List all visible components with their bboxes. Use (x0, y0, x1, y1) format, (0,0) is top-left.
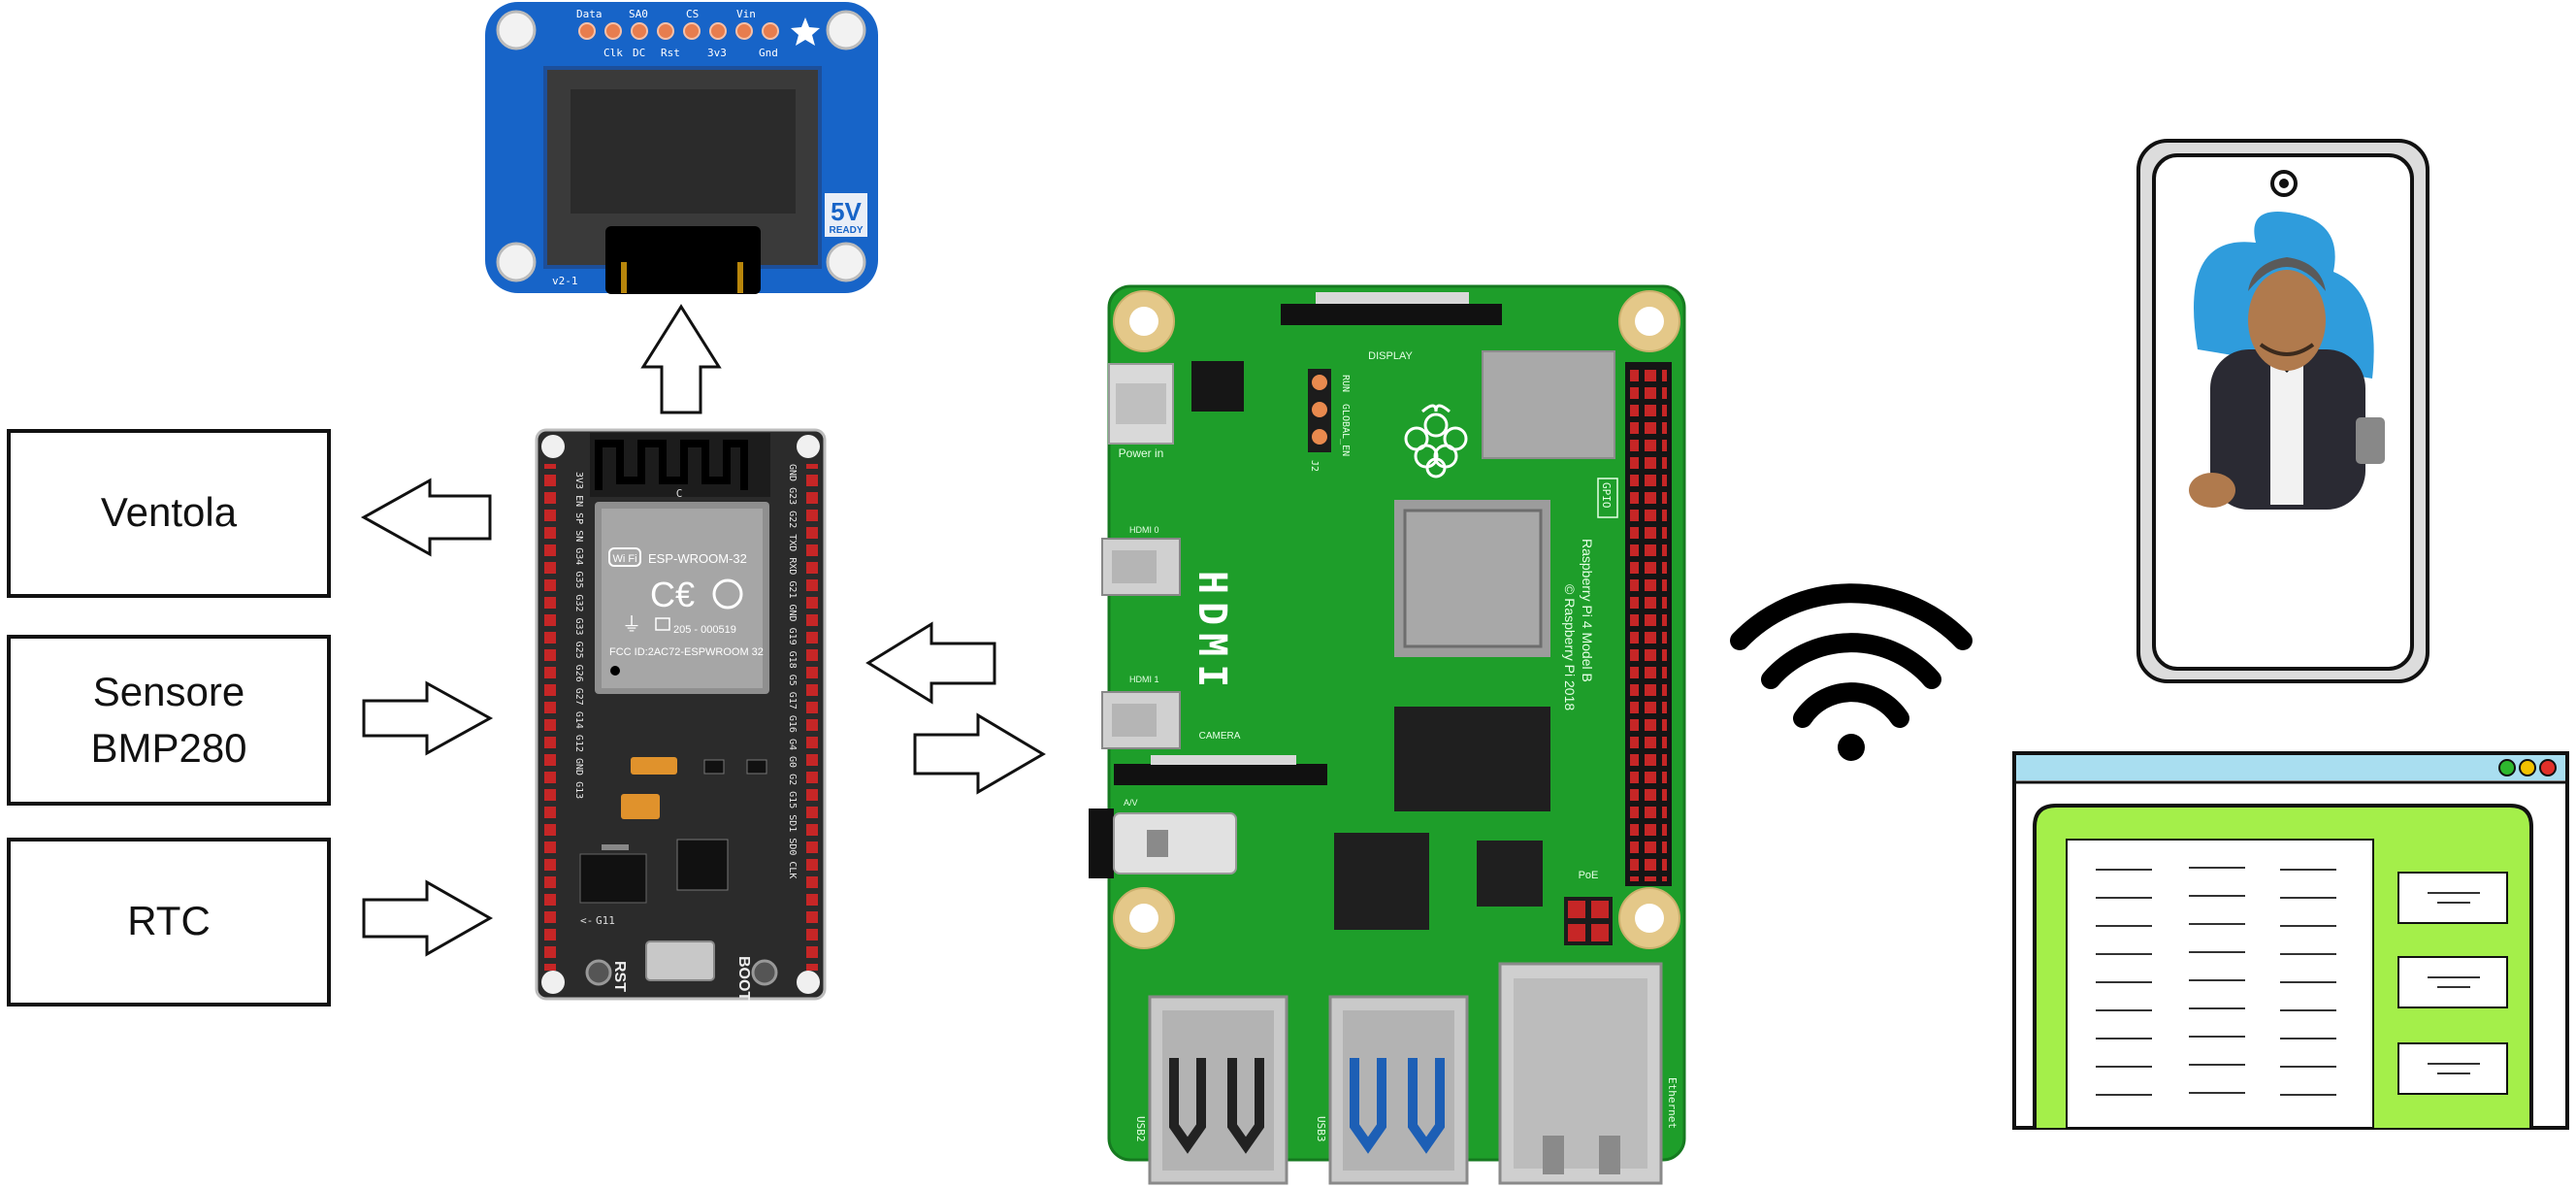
model-line2: © Raspberry Pi 2018 (1562, 584, 1578, 710)
ventola-box: Ventola (7, 429, 331, 598)
oled-pin-dc: DC (633, 47, 645, 59)
ready-badge: READY (829, 225, 863, 236)
boot-button (751, 959, 778, 986)
svg-text:3V3 EN SP SN G34 G35 G32 G33 G: 3V3 EN SP SN G34 G35 G32 G33 G25 G26 G27… (573, 472, 584, 799)
model-line1: Raspberry Pi 4 Model B (1580, 539, 1595, 682)
av-label: A/V (1124, 798, 1138, 808)
raspberry-pi-board: DISPLAY Power in RUN GLOBAL_EN J2 GPIO R… (1089, 284, 1686, 1185)
wifi-icon (1730, 583, 1973, 761)
window-dot-yellow (2519, 759, 2536, 776)
hdmi-label: HDMI (1190, 571, 1234, 695)
arrow-to-esp32 (865, 621, 996, 705)
oled-pin-cs: CS (686, 8, 699, 20)
ventola-label: Ventola (101, 489, 238, 535)
rtc-label: RTC (127, 898, 211, 943)
oled-display-module: Data SA0 CS Vin Clk DC Rst 3v3 Gnd 5V RE… (485, 2, 878, 294)
app-mascot-image (2189, 212, 2385, 510)
display-label: DISPLAY (1368, 350, 1413, 362)
rst-button (585, 959, 612, 986)
phone-icon (2136, 139, 2429, 683)
run-label: RUN (1340, 375, 1351, 392)
5v-badge: 5V (831, 197, 862, 226)
camera-label: CAMERA (1199, 731, 1241, 742)
rst-label: RST (611, 961, 628, 992)
svg-text:GND G23 G22 TXD RXD G21 GND G1: GND G23 G22 TXD RXD G21 GND G19 G18 G5 G… (787, 464, 798, 878)
window-dot-red (2539, 759, 2557, 776)
wifi-logo-icon: Wi Fi (608, 547, 641, 567)
j2-label: J2 (1309, 460, 1320, 472)
arrow-from-rtc (362, 879, 494, 957)
g11-label: G11 (596, 914, 615, 927)
oled-pin-gnd: Gnd (759, 47, 778, 59)
svg-text:<-: <- (580, 914, 593, 927)
sensore-label: Sensore (93, 669, 245, 714)
hdmi0-label: HDMI 0 (1129, 525, 1159, 535)
hdmi1-label: HDMI 1 (1129, 675, 1159, 684)
oled-pin-data: Data (576, 8, 603, 20)
poe-label: PoE (1579, 870, 1599, 881)
av-jack (1113, 812, 1237, 874)
arrow-to-raspberry (913, 712, 1046, 795)
side-widgets (2397, 872, 2508, 1095)
arrow-to-oled (640, 304, 722, 414)
window-dot-green (2498, 759, 2516, 776)
usb3-label: USB3 (1315, 1116, 1327, 1142)
oled-pin-vin: Vin (736, 8, 756, 20)
oled-pin-clk: Clk (603, 47, 623, 59)
svg-text:C€: C€ (650, 575, 695, 614)
arrow-to-ventola (360, 478, 492, 557)
rtc-box: RTC (7, 838, 331, 1006)
oled-version: v2-1 (552, 275, 578, 287)
svg-text:Wi Fi: Wi Fi (612, 553, 636, 565)
star-icon (791, 17, 820, 46)
esp-fcc: FCC ID:2AC72-ESPWROOM 32 (609, 646, 764, 658)
usb-port (645, 940, 715, 981)
esp-module-name: ESP-WROOM-32 (648, 551, 747, 566)
data-table (2066, 839, 2374, 1129)
oled-pin-sa0: SA0 (629, 8, 648, 20)
oled-pin-rst: Rst (661, 47, 680, 59)
oled-pin-3v3: 3v3 (707, 47, 727, 59)
global-en-label: GLOBAL_EN (1340, 404, 1351, 456)
sensore-box: Sensore BMP280 (7, 635, 331, 806)
svg-text:⏚: ⏚ (622, 614, 641, 636)
table-lines (2096, 867, 2336, 1096)
power-in-label: Power in (1119, 446, 1164, 460)
arrow-from-sensore (362, 680, 494, 756)
esp-cert: 205 - 000519 (673, 624, 736, 636)
boot-label: BOOT (735, 956, 752, 1001)
usb2-label: USB2 (1134, 1116, 1147, 1142)
raspberry-logo-icon (1404, 404, 1468, 478)
ethernet-label: Ethernet (1666, 1077, 1679, 1129)
svg-text:C: C (676, 487, 683, 500)
web-dashboard-window (2012, 751, 2569, 1130)
gpio-label: GPIO (1600, 482, 1613, 509)
bmp280-label: BMP280 (90, 725, 246, 771)
esp32-board: C Wi Fi ESP-WROOM-32 C€ ⏚ 205 - 000519 F… (535, 428, 827, 1001)
